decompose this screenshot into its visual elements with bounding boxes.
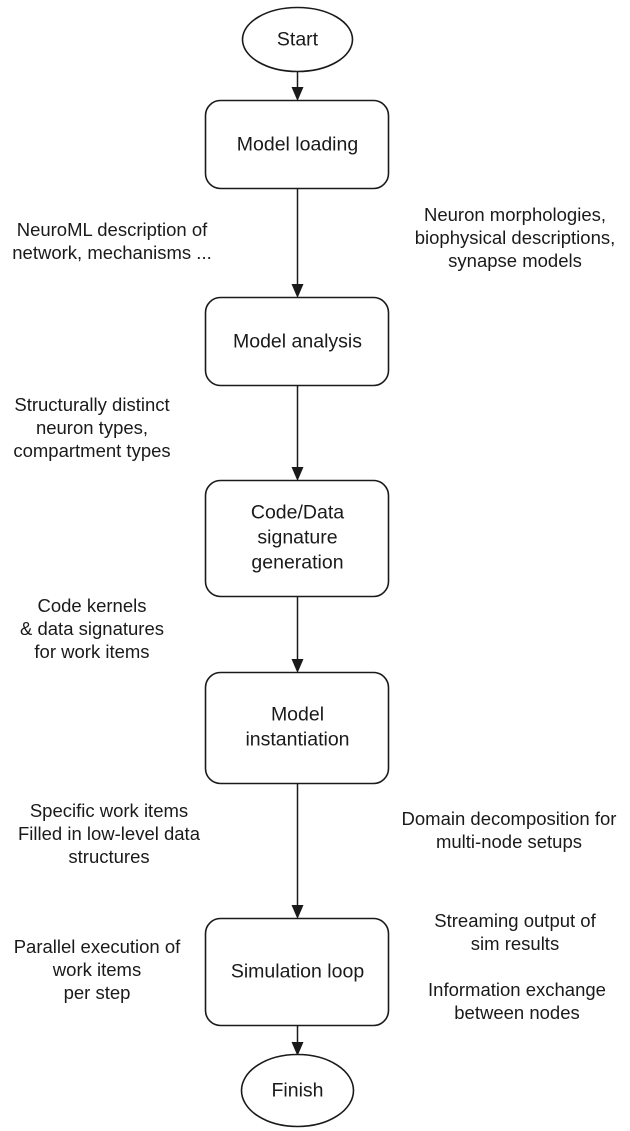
annotation-neuron-morphologies: Neuron morphologies, biophysical descrip…	[414, 204, 616, 271]
node-model-instantiation-label-line1: Model	[271, 704, 324, 726]
node-code-data-signature-generation-label-line2: signature	[257, 527, 337, 549]
node-model-loading[interactable]: Model loading	[204, 99, 390, 190]
node-model-analysis-label: Model analysis	[233, 331, 362, 353]
edge-code-data-signature-generation-to-model-instantiation	[291, 596, 304, 673]
node-model-instantiation-label-line2: instantiation	[245, 729, 349, 751]
node-simulation-loop[interactable]: Simulation loop	[204, 917, 390, 1027]
annotation-code-kernels: Code kernels & data signatures for work …	[20, 595, 164, 662]
annotation-specific-work-items: Specific work items Filled in low-level …	[17, 800, 200, 867]
node-code-data-signature-generation-label-line1: Code/Data	[251, 502, 344, 524]
node-model-loading-label: Model loading	[237, 134, 358, 156]
node-start[interactable]: Start	[241, 6, 354, 73]
annotation-domain-decomposition: Domain decomposition for multi-node setu…	[401, 808, 617, 852]
annotation-parallel-execution: Parallel execution of work items per ste…	[13, 936, 181, 1003]
annotation-neuroml-description: NeuroML description of network, mechanis…	[12, 219, 212, 263]
node-model-instantiation[interactable]: Model instantiation	[204, 671, 390, 785]
annotation-streaming-output: Streaming output of sim results	[434, 910, 596, 954]
node-simulation-loop-label: Simulation loop	[231, 961, 364, 983]
node-finish[interactable]: Finish	[240, 1053, 355, 1128]
node-model-analysis[interactable]: Model analysis	[204, 296, 390, 387]
edge-simulation-loop-to-finish	[291, 1025, 304, 1056]
node-start-label: Start	[277, 29, 319, 51]
node-code-data-signature-generation-label-line3: generation	[251, 552, 343, 574]
edge-model-instantiation-to-simulation-loop	[291, 783, 304, 919]
edge-model-analysis-to-code-data-signature-generation	[291, 385, 304, 481]
annotation-information-exchange: Information exchange between nodes	[428, 979, 606, 1023]
node-finish-label: Finish	[271, 1080, 323, 1102]
annotation-structurally-distinct-types: Structurally distinct neuron types, comp…	[13, 394, 171, 461]
edge-start-to-model-loading	[291, 71, 304, 101]
node-code-data-signature-generation[interactable]: Code/Data signature generation	[204, 479, 390, 598]
edge-model-loading-to-model-analysis	[291, 188, 304, 298]
